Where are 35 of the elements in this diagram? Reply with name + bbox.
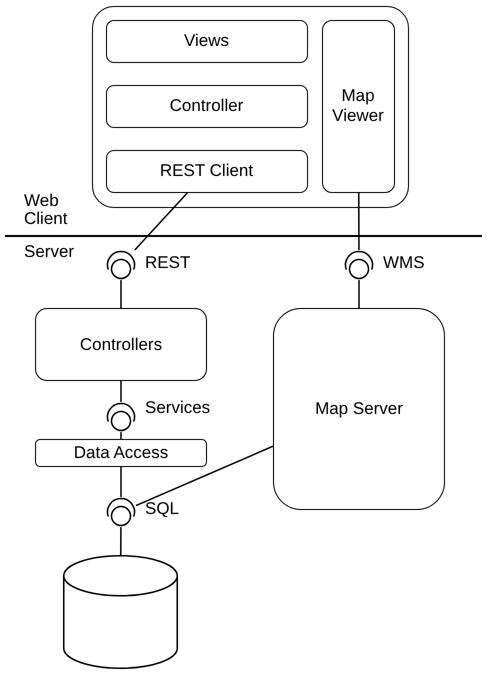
connector-line: [120, 381, 122, 402]
connector-line: [120, 432, 122, 439]
component-label: Controller: [170, 96, 244, 116]
component-box: [35, 439, 207, 467]
connector-line: [120, 280, 122, 308]
component-box: [273, 308, 445, 510]
component-box: [106, 20, 308, 62]
database-cylinder: [63, 555, 178, 669]
component-box: [106, 150, 308, 192]
interface-symbol: [106, 497, 136, 527]
component-frame: [92, 6, 409, 208]
connector-line: [136, 446, 274, 506]
interface-symbol: [106, 402, 136, 432]
connector-line: [358, 280, 360, 308]
component-box: [35, 308, 207, 381]
component-label: Views: [184, 31, 230, 51]
connector-line: [120, 527, 122, 555]
interface-label: WMS: [383, 253, 425, 273]
interface-symbol: [344, 250, 374, 280]
component-box: [322, 20, 394, 192]
component-label: REST Client: [160, 161, 254, 181]
connector-line: [134, 192, 188, 250]
interface-symbol: [106, 250, 136, 280]
component-label: Map Viewer: [331, 86, 385, 126]
connector-line: [358, 193, 360, 250]
component-box: [106, 84, 308, 128]
component-label: Data Access: [74, 443, 168, 463]
component-label: Map Server: [315, 399, 403, 419]
interface-label: SQL: [145, 499, 180, 519]
interface-label: REST: [145, 253, 190, 273]
zone-label: Server: [24, 243, 76, 261]
component-label: Controllers: [80, 334, 162, 354]
interface-label: Services: [145, 398, 210, 418]
connector-line: [120, 467, 122, 497]
zone-label: Web Client: [24, 192, 68, 228]
